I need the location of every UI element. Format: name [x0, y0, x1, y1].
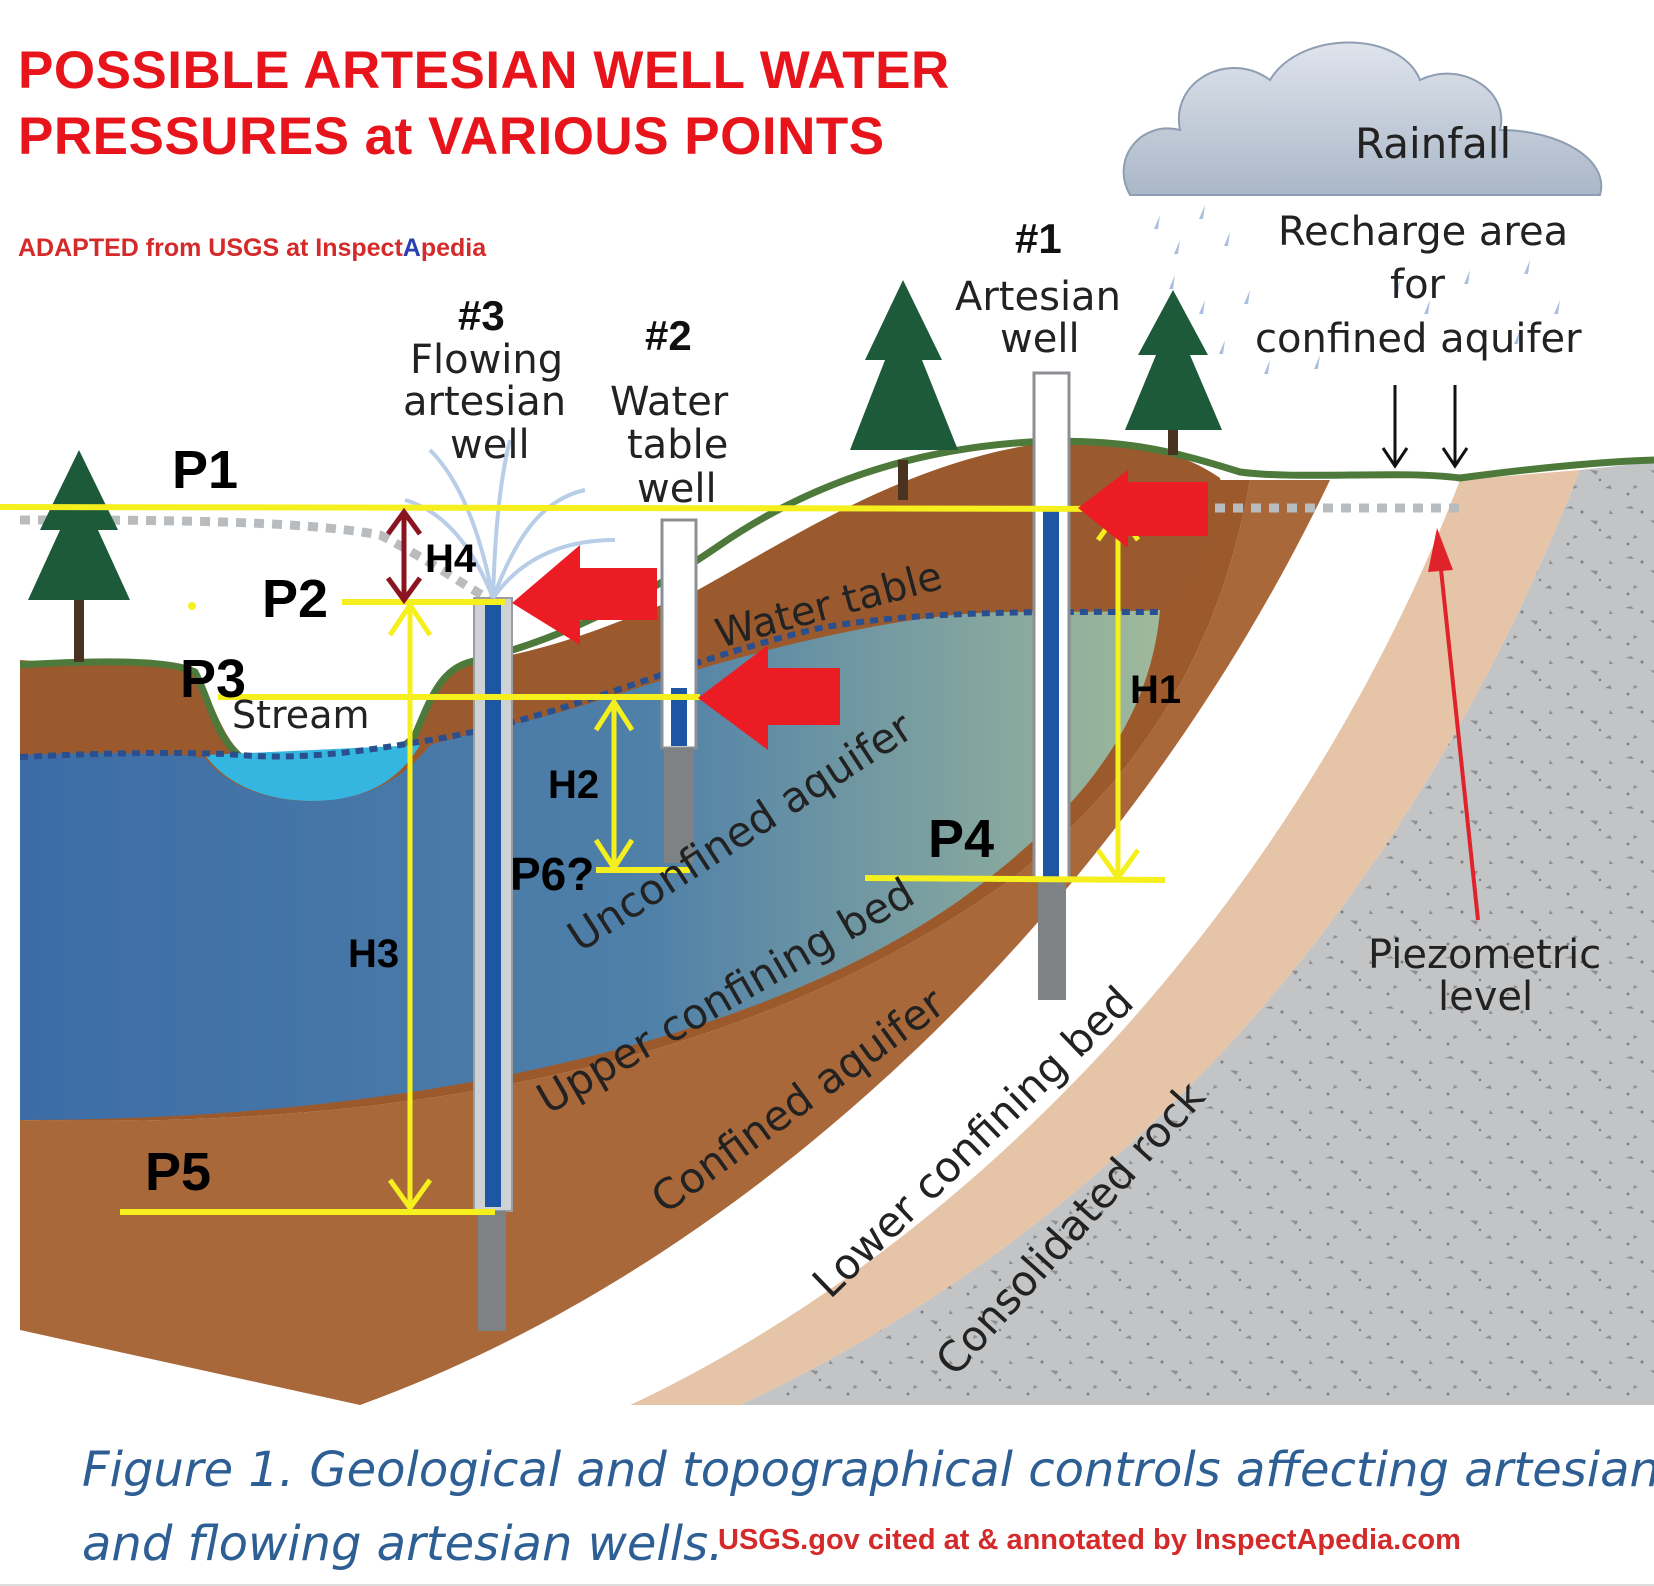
well-2-casing: [660, 518, 698, 863]
red-arrow-p2: [512, 545, 657, 645]
p2-label: P2: [262, 569, 328, 629]
rainfall-label: Rainfall: [1355, 119, 1511, 168]
piezometric-dotted-line: [19, 503, 1460, 610]
well-2-label-b: table: [627, 422, 728, 468]
h1-label: H1: [1130, 668, 1181, 712]
credit-suffix: pedia: [420, 234, 487, 262]
credit-prefix: ADAPTED from USGS at Inspect: [18, 234, 403, 262]
caption-credit: USGS.gov cited at & annotated by Inspect…: [718, 1524, 1461, 1556]
h2-label: H2: [548, 763, 599, 807]
confined-aquifer-layer: [360, 480, 1460, 1405]
recharge-label-1: Recharge area: [1278, 209, 1568, 255]
figure-caption-line-2: and flowing artesian wells.: [82, 1516, 724, 1572]
title-line-2: PRESSURES at VARIOUS POINTS: [18, 107, 885, 166]
well-1-label-a: Artesian: [955, 274, 1121, 320]
well-1-number: #1: [1015, 215, 1062, 262]
well-2-label-a: Water: [610, 379, 729, 425]
well-1-label-b: well: [1000, 316, 1080, 362]
well-3-label-a: Flowing: [410, 337, 563, 383]
topsoil-layer: [20, 441, 1222, 801]
piezometric-label-1: Piezometric: [1368, 932, 1601, 978]
figure-caption-line-1: Figure 1. Geological and topographical c…: [82, 1442, 1654, 1498]
tree-icon: [1125, 290, 1222, 455]
p6-label: P6?: [510, 848, 594, 900]
h2-arrow: [593, 697, 635, 873]
p1-label: P1: [172, 440, 238, 500]
well-2-label-c: well: [637, 466, 717, 512]
upper-confining-bed-layer: [20, 480, 1330, 1405]
adapted-credit: ADAPTED from USGS at InspectApedia: [18, 234, 486, 263]
small-yellow-dot: [188, 602, 196, 610]
p3-label: P3: [180, 649, 246, 709]
piezometric-label-2: level: [1438, 974, 1533, 1020]
h4-label: H4: [425, 537, 477, 581]
p5-label: P5: [145, 1142, 211, 1202]
p4-level-line: [864, 875, 1166, 883]
red-arrow-p1: [1078, 470, 1208, 548]
tree-icon: [28, 450, 130, 662]
title-line-1: POSSIBLE ARTESIAN WELL WATER: [18, 41, 950, 100]
h3-label: H3: [348, 932, 399, 976]
well-3-label-b: artesian: [403, 379, 566, 425]
rain-cloud-icon: [1122, 41, 1603, 196]
consolidated-rock-layer: [740, 462, 1654, 1405]
recharge-down-arrow: [1381, 385, 1469, 469]
tree-icon: [850, 280, 958, 500]
well-1-casing: [1032, 371, 1071, 1000]
well-3-label-c: well: [450, 422, 530, 468]
p4-label: P4: [928, 809, 994, 869]
credit-highlight: A: [402, 234, 421, 262]
stream-label: Stream: [232, 693, 370, 737]
well-2-number: #2: [645, 312, 692, 359]
h4-arrow: [385, 507, 423, 605]
piezometric-red-arrow: [1428, 528, 1480, 921]
p1-level-line: [0, 504, 1171, 512]
lower-confining-bed-layer: [630, 470, 1580, 1405]
unconfined-aquifer-layer: [20, 610, 1160, 1120]
recharge-label-3: confined aquifer: [1255, 316, 1582, 362]
well-3-number: #3: [458, 292, 505, 339]
recharge-label-2: for: [1390, 262, 1446, 308]
red-arrow-p3: [698, 645, 840, 750]
h3-arrow: [387, 600, 433, 1213]
